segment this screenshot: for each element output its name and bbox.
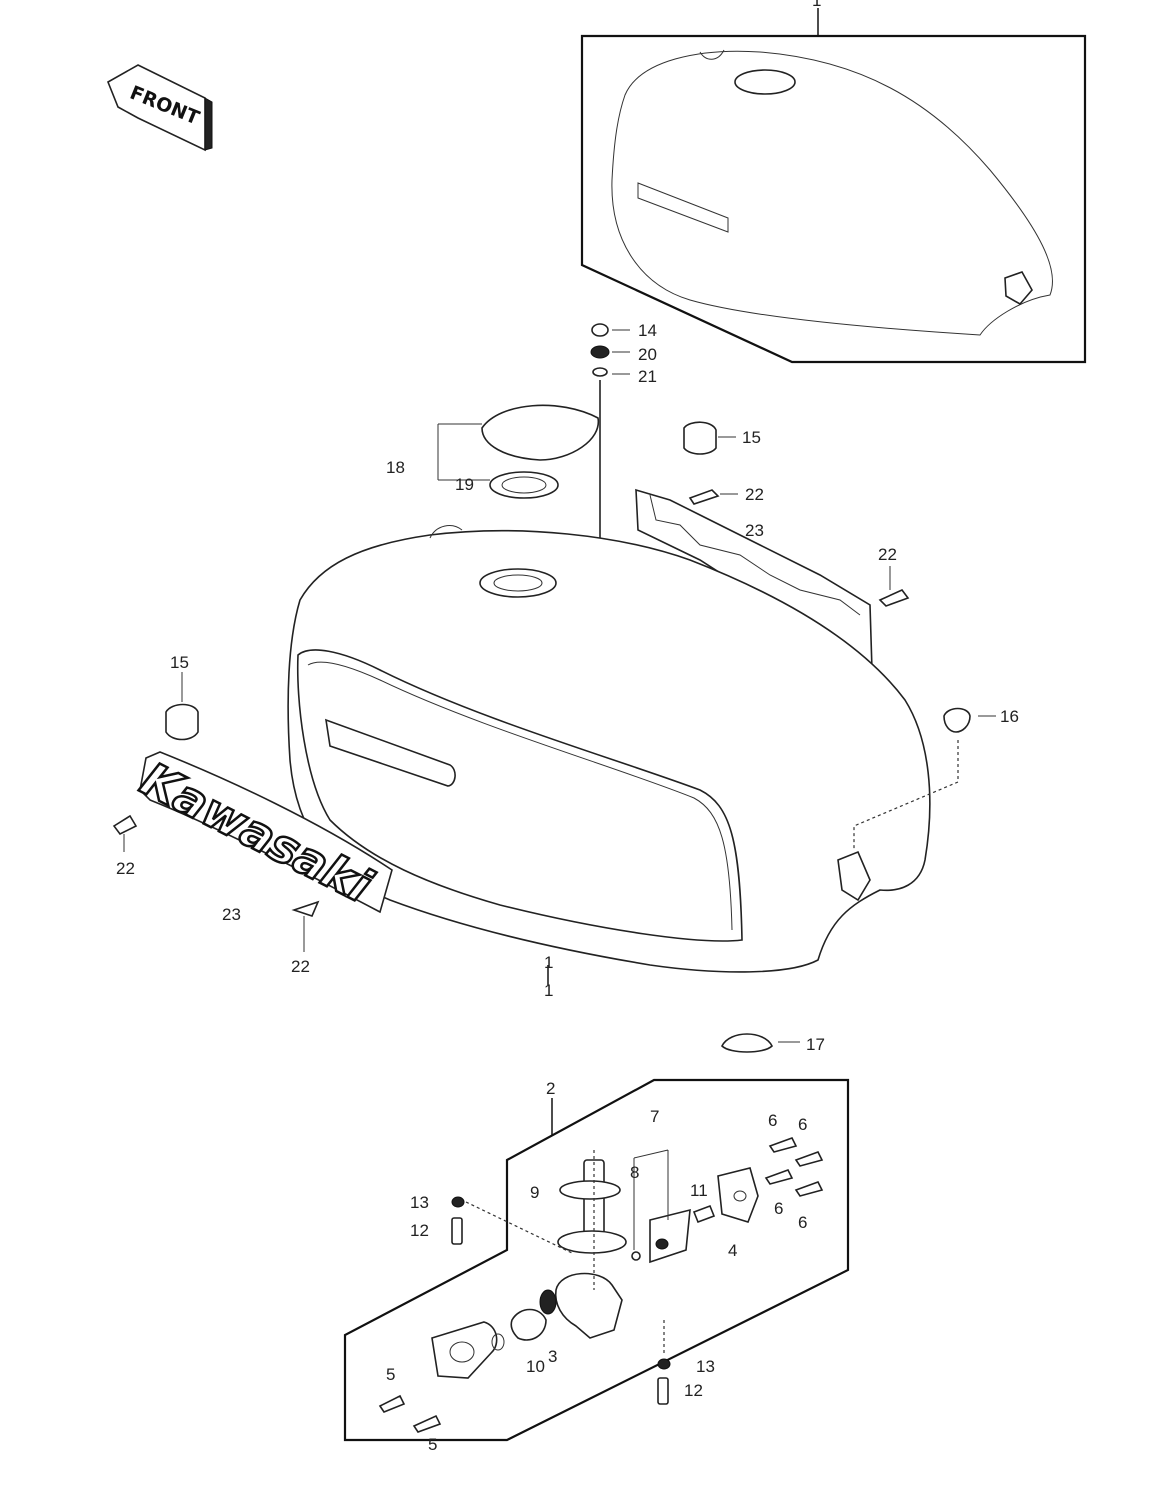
callout-4: 4 [728,1241,737,1260]
callout-8: 8 [630,1163,639,1182]
rubber-damper-16: 16 [853,707,1019,850]
callout-9: 9 [530,1183,539,1202]
badge-recess [325,718,456,787]
callout-6-d: 6 [798,1213,807,1232]
callout-7: 7 [650,1107,659,1126]
callout-1-b: 1 [544,981,553,1000]
rubber-damper-15-left: 15 [165,653,199,741]
rear-mount-bracket [837,850,871,902]
front-badge: FRONT [106,64,213,152]
spring-11 [692,1204,716,1224]
callout-5-a: 5 [386,1365,395,1384]
alt-mount-bracket [1004,271,1033,306]
alt-badge-recess [637,182,729,233]
filler-cap-18 [481,404,599,461]
callout-21: 21 [638,367,657,386]
screw-22-bottom [291,900,320,917]
screw-6-b [794,1151,824,1167]
callout-6-b: 6 [798,1115,807,1134]
screw-5-a [378,1394,406,1413]
screw-14 [591,323,609,337]
fuel-tap-inset-panel: 2 [343,1078,850,1454]
fuel-tap-body-3 [554,1272,623,1339]
tap-cover-plate [431,1321,498,1379]
screw-22-upper [688,489,720,505]
screw-6-d [794,1181,824,1197]
screw-12-b [657,1377,669,1405]
filler-cap-assembly: 14 20 21 18 19 [386,321,657,540]
lever-cover-4 [717,1167,759,1223]
cap-17: 17 [721,1033,825,1054]
filler-neck [479,568,557,598]
callout-17: 17 [806,1035,825,1054]
callout-23-a: 23 [745,521,764,540]
alt-filler-neck [734,69,796,95]
callout-6-a: 6 [768,1111,777,1130]
callout-13-a: 13 [410,1193,429,1212]
rubber-damper-15-top: 15 [683,421,761,455]
alt-tank-inset-panel [580,8,1087,364]
callout-2: 2 [546,1079,555,1098]
callout-22-left: 22 [116,859,135,878]
callout-12-b: 12 [684,1381,703,1400]
callout-5-b: 5 [428,1435,437,1454]
callout-20: 20 [638,345,657,364]
screw-12-a [451,1217,463,1245]
callout-1-top: 1 [812,0,821,10]
callout-23-left: 23 [222,905,241,924]
callout-19: 19 [455,475,474,494]
washer-13-b [657,1358,671,1370]
gasket-19 [489,471,559,499]
callout-22-a: 22 [745,485,764,504]
washer-13-a [451,1196,465,1208]
screw-6-c [764,1169,794,1185]
callout-12-a: 12 [410,1221,429,1240]
fuel-tap-lever-10 [510,1308,547,1341]
callout-1-a: 1 [544,953,553,972]
callout-3: 3 [548,1347,557,1366]
callout-22-b: 22 [878,545,897,564]
callout-11: 11 [690,1181,708,1200]
callout-22-bottom: 22 [291,957,310,976]
callout-6-c: 6 [774,1199,783,1218]
screw-22-lower [878,589,910,607]
callout-13-b: 13 [696,1357,715,1376]
callout-18: 18 [386,458,405,477]
screw-22-left [112,814,138,836]
washer-21 [592,367,608,377]
callout-15-left: 15 [170,653,189,672]
screws-22-left: 22 23 22 [112,814,320,976]
callout-10: 10 [526,1357,545,1376]
alt-fuel-tank-outline [611,50,1053,336]
callout-15-top: 15 [742,428,761,447]
washer-20 [590,345,610,359]
knee-pad-recess [296,649,743,942]
screw-5-b [412,1414,442,1433]
callout-14: 14 [638,321,657,340]
fuel-tank-1: 1 1 [287,525,931,1000]
screw-6-a [768,1137,798,1153]
callout-16: 16 [1000,707,1019,726]
